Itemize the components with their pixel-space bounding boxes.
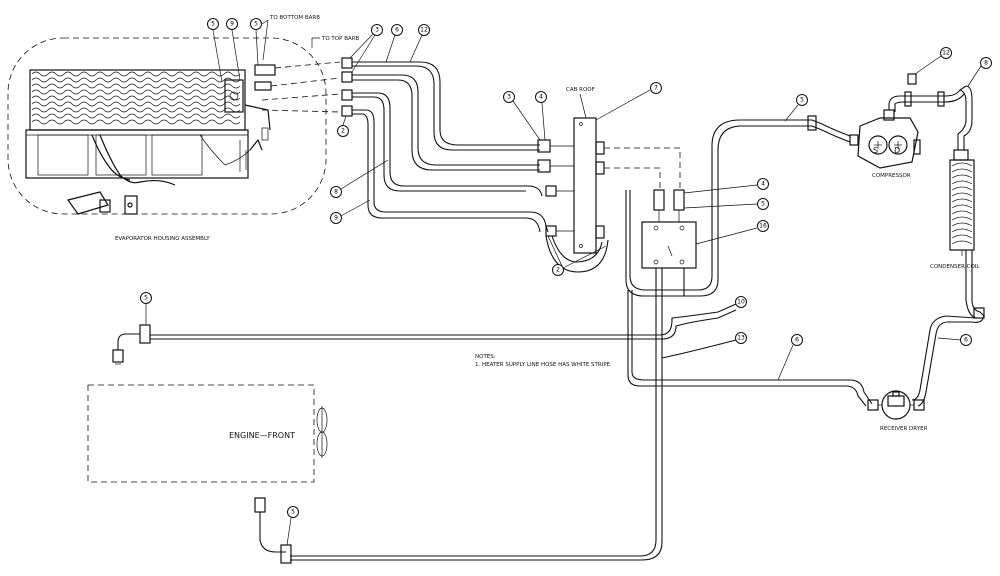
- callout-3-mid: 3: [503, 91, 515, 103]
- callout-6-lower: 6: [791, 334, 803, 346]
- evaporator-housing-outline: [7, 37, 327, 215]
- receiver-dryer: [867, 390, 925, 420]
- label-compressor: COMPRESSOR: [872, 173, 911, 179]
- label-cab-roof: CAB ROOF: [566, 87, 595, 93]
- callout-text: 4: [539, 94, 543, 101]
- evaporator-housing-assembly: [7, 37, 327, 215]
- callout-9: 9: [330, 212, 342, 224]
- callout-8: 8: [330, 186, 342, 198]
- callout-5-right: 5: [757, 198, 769, 210]
- callout-text: 9: [334, 215, 338, 222]
- callout-text: 16: [759, 223, 767, 230]
- callout-text: 5: [254, 21, 258, 28]
- callout-4-right: 4: [757, 178, 769, 190]
- label-engine-front: ENGINE—FRONT: [229, 431, 295, 440]
- callout-text: 3: [507, 94, 511, 101]
- callout-text: 6: [795, 337, 799, 344]
- condenser-coil: [949, 149, 975, 256]
- callout-text: 7: [654, 85, 658, 92]
- callout-2-bottom: 2: [552, 264, 564, 276]
- compressor-suction-port: S: [873, 146, 878, 155]
- notes-title: NOTES:: [475, 354, 496, 360]
- callout-text: 3: [375, 27, 379, 34]
- evaporator-hose-bundle: [261, 57, 549, 233]
- callout-5-left: 5: [140, 292, 152, 304]
- callout-text: 8: [334, 189, 338, 196]
- callout-text: 12: [420, 27, 428, 34]
- callout-5-comp: 5: [796, 94, 808, 106]
- label-to-bottom-barb: TO BOTTOM BARB: [269, 15, 320, 21]
- callout-text: 2: [341, 128, 345, 135]
- callout-10: 10: [735, 296, 747, 308]
- callout-12-comp: 12: [940, 47, 952, 59]
- callout-text: 8: [984, 60, 988, 67]
- callout-5-evap: 5: [207, 18, 219, 30]
- label-to-top-barb: TO TOP BARB: [321, 36, 360, 42]
- callout-text: 6: [964, 337, 968, 344]
- callout-6-right: 6: [960, 334, 972, 346]
- callout-2-left: 2: [337, 125, 349, 137]
- callout-13: 13: [735, 332, 747, 344]
- label-evaporator-housing-assembly: EVAPORATOR HOUSING ASSEMBLY: [115, 236, 210, 242]
- callout-text: 12: [942, 50, 950, 57]
- engine-front-block: [87, 384, 328, 483]
- callout-text: 5: [800, 97, 804, 104]
- label-condenser-coil: CONDENSER COIL: [930, 264, 980, 270]
- evaporator-coil-fins: [31, 71, 241, 125]
- callout-7: 7: [650, 82, 662, 94]
- callout-8-comp: 8: [980, 57, 992, 69]
- callout-text: 13: [737, 335, 745, 342]
- callout-text: 10: [737, 299, 745, 306]
- callout-5-bottom: 5: [287, 506, 299, 518]
- callout-text: 9: [230, 21, 234, 28]
- label-receiver-dryer: RECEIVER DRYER: [880, 426, 928, 432]
- callout-6-top: 6: [391, 24, 403, 36]
- callout-text: 2: [556, 267, 560, 274]
- cab-roof-bulkhead: [537, 117, 681, 254]
- callout-text: 4: [761, 181, 765, 188]
- callout-text: 5: [144, 295, 148, 302]
- callout-3-top: 3: [371, 24, 383, 36]
- heater-valve-block: [641, 189, 697, 269]
- compressor-unit: [849, 109, 921, 169]
- callout-12-top: 12: [418, 24, 430, 36]
- callout-text: 5: [761, 201, 765, 208]
- compressor-discharge-port: D: [894, 146, 900, 155]
- left-hose-fitting: [112, 324, 151, 365]
- callout-text: 6: [395, 27, 399, 34]
- note-1: 1. HEATER SUPPLY LINE HOSE HAS WHITE STR…: [475, 362, 612, 368]
- callout-text: 5: [291, 509, 295, 516]
- engine-hose-fitting: [254, 497, 292, 564]
- callout-text: 5: [211, 21, 215, 28]
- callout-16: 16: [757, 220, 769, 232]
- callout-4-mid: 4: [535, 91, 547, 103]
- callout-9-evap: 9: [226, 18, 238, 30]
- callout-5-evap-b: 5: [250, 18, 262, 30]
